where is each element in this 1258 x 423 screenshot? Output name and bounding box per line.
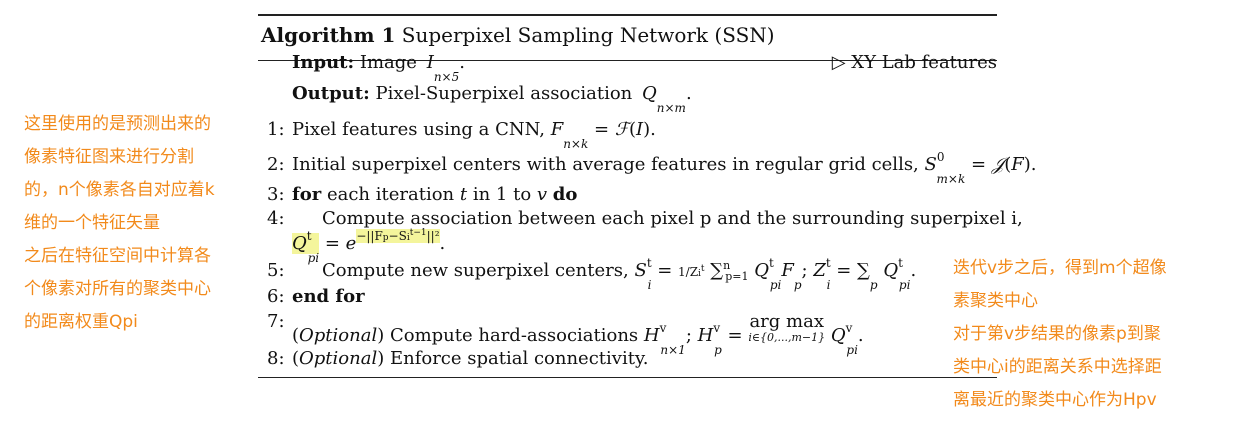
output-text: Pixel-Superpixel association <box>375 83 633 104</box>
input-sub: n×5 <box>433 70 460 84</box>
left-note-line: 像素特征图来进行分割 <box>24 147 194 167</box>
bottom-rule <box>258 377 997 378</box>
step-2-sub: m×k <box>936 172 966 186</box>
for-keyword: for <box>292 184 322 205</box>
step-number: 6: <box>267 286 285 307</box>
step-1-sub: n×k <box>563 137 589 151</box>
right-note-line: 迭代v步之后，得到m个超像 <box>953 258 1167 278</box>
step-number: 2: <box>267 154 285 175</box>
step-number: 8: <box>267 348 285 369</box>
step-4-formula: Qtpi = e−||Fp−Sit−1||². <box>292 228 446 265</box>
output-sub: n×m <box>656 101 686 115</box>
input-text: Image <box>359 52 417 73</box>
step-2: Initial superpixel centers with average … <box>292 150 1037 186</box>
step-text: Pixel features using a CNN, <box>292 119 545 140</box>
left-note-line: 之后在特征空间中计算各 <box>24 246 211 266</box>
right-note-line: 对于第v步结果的像素p到聚 <box>953 324 1161 344</box>
step-1-math: F <box>550 119 564 140</box>
step-number: 1: <box>267 119 285 140</box>
step-number: 4: <box>267 208 285 229</box>
algorithm-label: Algorithm 1 <box>261 23 396 47</box>
step-2-sup: 0 <box>936 150 945 164</box>
left-note-line: 的，n个像素各自对应着k <box>24 180 215 200</box>
step-text: Initial superpixel centers with average … <box>292 154 919 175</box>
right-note-line: 离最近的聚类中心作为Hpv <box>953 390 1157 410</box>
step-3-mid: t <box>459 184 468 205</box>
left-annotation: 这里使用的是预测出来的 像素特征图来进行分割 的，n个像素各自对应着k 维的一个… <box>24 108 215 339</box>
step-1: Pixel features using a CNN, Fn×k = ℱ(I). <box>292 118 656 151</box>
step-text: Compute association between each pixel p… <box>322 208 1023 229</box>
do-keyword: do <box>552 184 578 205</box>
input-var: I <box>426 52 434 73</box>
right-note-line: 素聚类中心 <box>953 291 1038 311</box>
algorithm-name: Superpixel Sampling Network (SSN) <box>401 23 775 47</box>
step-7: (Optional) Compute hard-associations Hvn… <box>292 311 864 357</box>
input-line: Input: Image In×5. <box>292 52 465 84</box>
step-text: Enforce spatial connectivity. <box>389 348 649 369</box>
step-text: each iteration <box>326 184 455 205</box>
step-2-eq: = 𝒥(F). <box>970 154 1037 175</box>
step-number: 7: <box>267 311 285 332</box>
step-number: 3: <box>267 184 285 205</box>
left-note-line: 维的一个特征矢量 <box>24 213 160 233</box>
algorithm-title: Algorithm 1 Superpixel Sampling Network … <box>261 18 775 52</box>
step-3: for each iteration t in 1 to v do <box>292 184 578 205</box>
step-text: Compute hard-associations <box>389 325 639 346</box>
top-rule <box>258 14 997 16</box>
step-8: (Optional) Enforce spatial connectivity. <box>292 348 649 369</box>
left-note-line: 的距离权重Qpi <box>24 312 138 332</box>
input-comment: ▷ XY Lab features <box>831 52 997 73</box>
optional-label: Optional <box>299 348 378 369</box>
input-keyword: Input: <box>292 52 355 73</box>
step-4: Compute association between each pixel p… <box>322 207 1023 231</box>
step-text: Compute new superpixel centers, <box>322 260 629 281</box>
step-6: end for <box>292 285 365 309</box>
step-number: 5: <box>267 260 285 281</box>
mid-rule <box>258 60 997 61</box>
output-var: Q <box>642 83 657 104</box>
right-annotation: 迭代v步之后，得到m个超像 素聚类中心 对于第v步结果的像素p到聚 类中心i的距… <box>953 252 1167 417</box>
step-2-math: S <box>924 154 937 175</box>
left-note-line: 个像素对所有的聚类中心 <box>24 279 211 299</box>
optional-label: Optional <box>299 325 378 346</box>
output-line: Output: Pixel-Superpixel association Qn×… <box>292 83 692 115</box>
output-keyword: Output: <box>292 83 370 104</box>
left-note-line: 这里使用的是预测出来的 <box>24 114 211 134</box>
step-5: Compute new superpixel centers, Sti = 1/… <box>322 256 917 292</box>
end-for-keyword: end for <box>292 286 365 307</box>
highlight: Qtpi <box>292 229 320 265</box>
step-1-eq: = ℱ(I). <box>594 119 656 140</box>
right-note-line: 类中心i的距离关系中选择距 <box>953 357 1162 377</box>
algorithm-box: Algorithm 1 Superpixel Sampling Network … <box>258 14 1036 380</box>
